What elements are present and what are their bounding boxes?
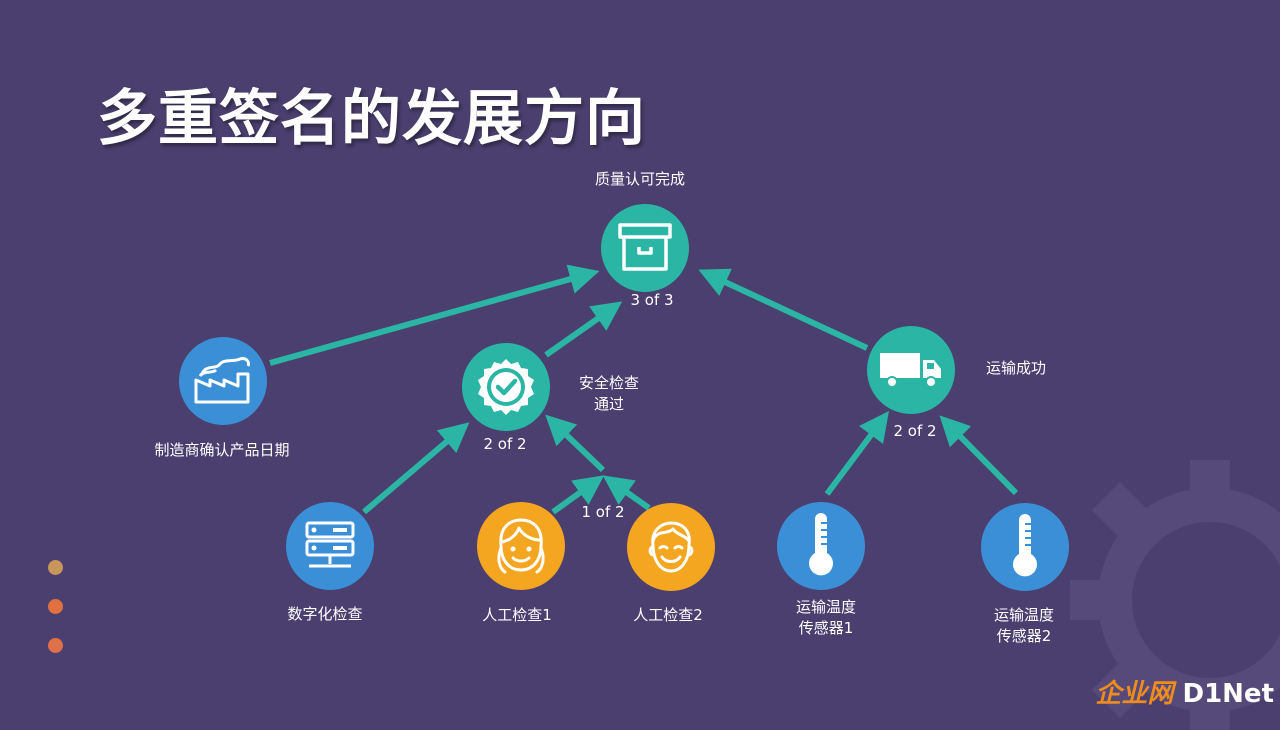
box-icon	[618, 223, 672, 271]
truck-icon	[880, 353, 941, 388]
node-sensor1-label-line2: 传感器1	[798, 619, 854, 637]
node-manufacturer-label: 制造商确认产品日期	[154, 441, 290, 459]
thermometer-icon	[809, 513, 833, 576]
arrow-manualgroup-to-security	[545, 414, 606, 473]
node-sensor2-label-line1: 运输温度	[993, 606, 1055, 624]
decor-dot	[48, 599, 63, 614]
logo-en: D1Net	[1182, 679, 1275, 709]
node-sensor1-label-line1: 运输温度	[795, 598, 857, 616]
slide-title: 多重签名的发展方向	[97, 84, 646, 154]
node-quality	[601, 204, 689, 292]
factory-icon	[194, 357, 250, 404]
d1net-logo: 企业网 D1Net	[1095, 673, 1274, 710]
node-sensor2-label-line2: 传感器2	[996, 627, 1052, 645]
node-security-count: 2 of 2	[483, 435, 527, 453]
arrow-sensor2-to-shipping	[939, 415, 1019, 496]
decor-dot	[48, 638, 63, 653]
node-security-label: 安全检查 通过	[579, 373, 639, 415]
manual-group-count: 1 of 2	[581, 503, 625, 521]
node-security-label-line1: 安全检查	[578, 374, 640, 392]
node-manual1	[477, 502, 565, 590]
node-digital-label: 数字化检查	[287, 605, 363, 623]
node-quality-label: 质量认可完成	[594, 170, 686, 188]
gear-icon	[1070, 460, 1280, 730]
node-manual2	[627, 503, 715, 591]
node-shipping-label: 运输成功	[985, 359, 1047, 377]
node-digital	[286, 502, 374, 590]
node-manufacturer	[179, 337, 267, 425]
node-sensor1	[777, 502, 865, 590]
server-icon	[305, 521, 355, 568]
node-security-label-line2: 通过	[593, 395, 625, 413]
node-manual1-label: 人工检查1	[482, 606, 552, 624]
arrow-manufacturer-to-quality	[269, 264, 600, 366]
node-shipping-count: 2 of 2	[893, 422, 937, 440]
arrow-security-to-quality	[544, 301, 623, 358]
arrow-manual1-to-group	[551, 475, 605, 515]
check-badge-icon	[478, 359, 534, 415]
decor-dot	[48, 560, 63, 575]
girl-face-icon	[497, 518, 545, 574]
node-quality-count: 3 of 3	[630, 291, 674, 309]
node-shipping	[867, 326, 955, 414]
node-sensor2	[981, 503, 1069, 591]
arrow-sensor1-to-shipping	[824, 410, 889, 496]
arrow-digital-to-security	[362, 422, 470, 515]
node-sensor1-label: 运输温度 传感器1	[796, 597, 856, 639]
logo-cn: 企业网	[1095, 679, 1174, 709]
arrow-shipping-to-quality	[698, 268, 869, 351]
node-security	[462, 343, 550, 431]
arrow-manual2-to-group	[602, 475, 651, 511]
node-sensor2-label: 运输温度 传感器2	[994, 605, 1054, 647]
boy-face-icon	[648, 521, 694, 573]
thermometer-icon	[1013, 514, 1037, 577]
node-manual2-label: 人工检查2	[633, 606, 703, 624]
